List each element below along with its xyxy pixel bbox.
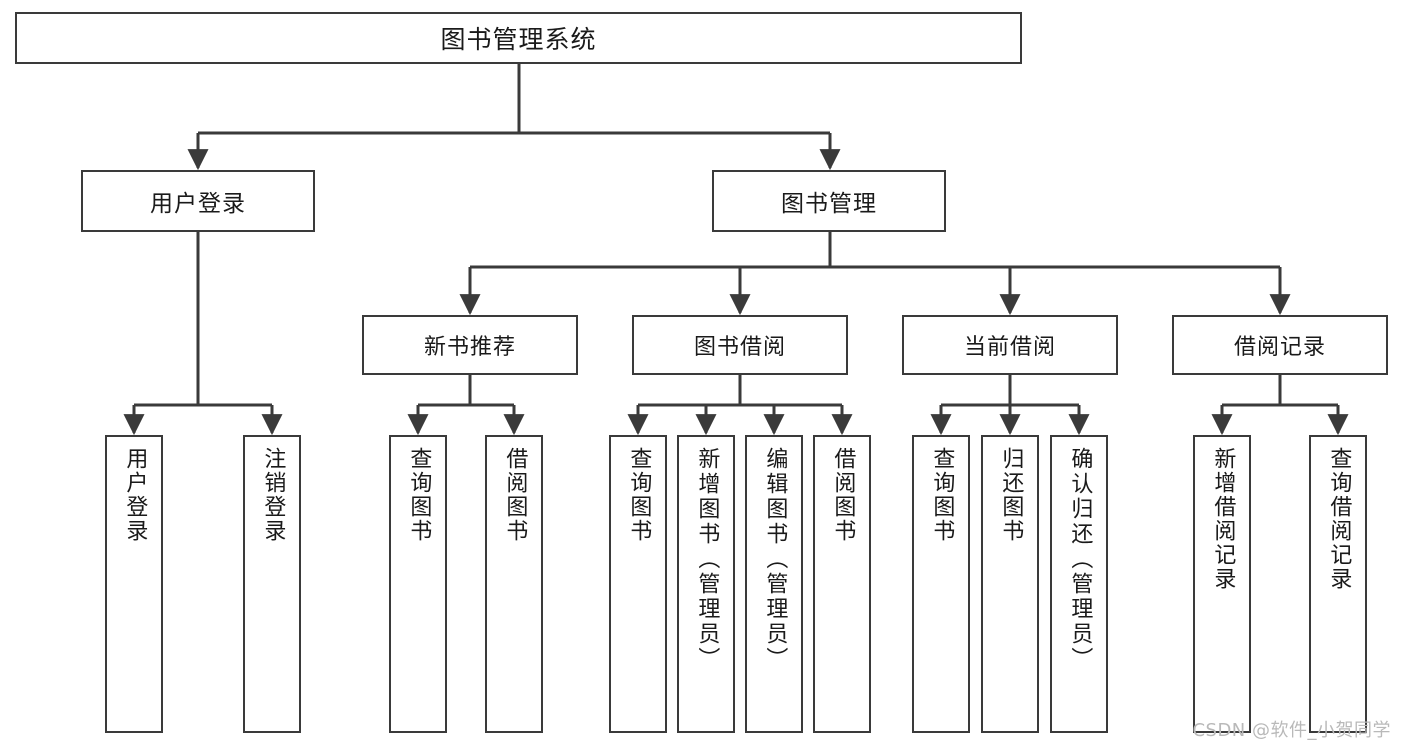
node-label: 注销登录	[260, 447, 286, 543]
leaf-add-borrow-record[interactable]: 新增借阅记录	[1193, 435, 1251, 733]
node-label: 查询图书	[406, 447, 432, 543]
leaf-borrow-book-new[interactable]: 借阅图书	[485, 435, 543, 733]
node-user-login[interactable]: 用户登录	[81, 170, 315, 232]
leaf-logout[interactable]: 注销登录	[243, 435, 301, 733]
leaf-query-borrow-record[interactable]: 查询借阅记录	[1309, 435, 1367, 733]
node-book-borrow[interactable]: 图书借阅	[632, 315, 848, 375]
node-label: 确认归还（管理员）	[1067, 447, 1093, 672]
leaf-edit-book-admin[interactable]: 编辑图书（管理员）	[745, 435, 803, 733]
leaf-confirm-return-admin[interactable]: 确认归还（管理员）	[1050, 435, 1108, 733]
node-book-management[interactable]: 图书管理	[712, 170, 946, 232]
node-label: 归还图书	[998, 447, 1024, 543]
node-borrow-record[interactable]: 借阅记录	[1172, 315, 1388, 375]
watermark: CSDN @软件_小贺同学	[1192, 720, 1391, 741]
node-label: 借阅记录	[1233, 335, 1326, 360]
node-label: 借阅图书	[830, 447, 856, 543]
node-label: 编辑图书（管理员）	[762, 447, 788, 672]
node-new-book-recommend[interactable]: 新书推荐	[362, 315, 578, 375]
node-label: 新增图书（管理员）	[694, 447, 720, 672]
leaf-borrow-book[interactable]: 借阅图书	[813, 435, 871, 733]
node-current-borrow[interactable]: 当前借阅	[902, 315, 1118, 375]
node-root-system[interactable]: 图书管理系统	[15, 12, 1022, 64]
node-label: 图书管理	[781, 191, 877, 217]
node-label: 图书管理系统	[440, 25, 597, 54]
leaf-user-login[interactable]: 用户登录	[105, 435, 163, 733]
leaf-return-book[interactable]: 归还图书	[981, 435, 1039, 733]
leaf-query-book-new[interactable]: 查询图书	[389, 435, 447, 733]
node-label: 新增借阅记录	[1210, 447, 1236, 591]
node-label: 查询图书	[626, 447, 652, 543]
leaf-add-book-admin[interactable]: 新增图书（管理员）	[677, 435, 735, 733]
leaf-query-book-current[interactable]: 查询图书	[912, 435, 970, 733]
node-label: 用户登录	[150, 191, 246, 217]
node-label: 查询图书	[929, 447, 955, 543]
node-label: 当前借阅	[963, 335, 1056, 360]
node-label: 图书借阅	[693, 335, 786, 360]
node-label: 新书推荐	[423, 335, 516, 360]
node-label: 查询借阅记录	[1326, 447, 1352, 591]
node-label: 借阅图书	[502, 447, 528, 543]
leaf-query-book-borrow[interactable]: 查询图书	[609, 435, 667, 733]
node-label: 用户登录	[122, 447, 148, 543]
